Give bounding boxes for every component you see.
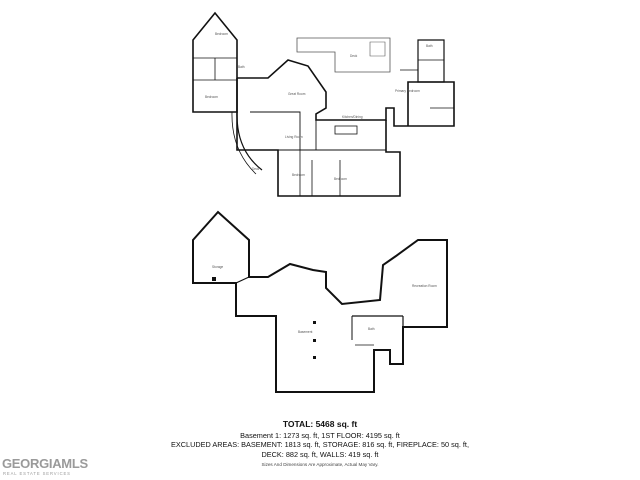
excluded-areas-continued: DECK: 882 sq. ft, WALLS: 419 sq. ft [261, 450, 379, 459]
svg-text:Living Room: Living Room [285, 135, 303, 139]
svg-text:Deck: Deck [252, 167, 260, 171]
logo-wordmark: GEORGIAMLS [2, 456, 88, 471]
svg-text:Bedroom: Bedroom [292, 173, 305, 177]
first-floor-room-labels: Bedroom Bath Bedroom Deck Great Room Kit… [205, 32, 433, 181]
first-floor-plan [192, 11, 455, 197]
svg-text:Bedroom: Bedroom [215, 32, 228, 36]
disclaimer: Sizes And Dimensions Are Approximate, Ac… [261, 462, 379, 467]
total-area: TOTAL: 5468 sq. ft [282, 419, 358, 429]
logo-tagline: REAL ESTATE SERVICES [3, 471, 71, 476]
svg-text:Bath: Bath [368, 327, 375, 331]
svg-text:Bedroom: Bedroom [205, 95, 218, 99]
svg-text:Bedroom: Bedroom [334, 177, 347, 181]
basement-room-labels: Storage Basement Recreation Room Bath [212, 265, 437, 334]
svg-text:Recreation Room: Recreation Room [412, 284, 437, 288]
basement-plan [192, 210, 448, 393]
svg-text:Kitchen/Dining: Kitchen/Dining [342, 115, 363, 119]
svg-text:Deck: Deck [350, 54, 358, 58]
svg-text:Primary Bedroom: Primary Bedroom [395, 89, 420, 93]
basement-posts [212, 277, 316, 359]
svg-text:Basement: Basement [298, 330, 312, 334]
floor-areas: Basement 1: 1273 sq. ft, 1ST FLOOR: 4195… [240, 431, 400, 440]
svg-text:Bath: Bath [238, 65, 245, 69]
georgia-mls-logo: GEORGIAMLS REAL ESTATE SERVICES [2, 456, 88, 478]
svg-text:Storage: Storage [212, 265, 223, 269]
svg-text:Bath: Bath [426, 44, 433, 48]
excluded-areas: EXCLUDED AREAS: BASEMENT: 1813 sq. ft, S… [171, 440, 469, 449]
svg-text:Great Room: Great Room [288, 92, 306, 96]
